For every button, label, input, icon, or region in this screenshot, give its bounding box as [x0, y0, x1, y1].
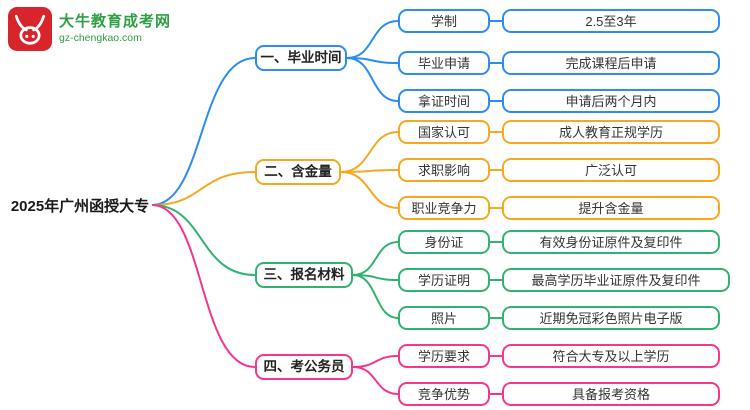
leaf-value: 成人教育正规学历	[502, 120, 720, 144]
leaf-label: 照片	[398, 306, 490, 330]
leaf-value: 提升含金量	[502, 196, 720, 220]
bull-logo-icon	[8, 7, 52, 51]
leaf-label: 学历证明	[398, 268, 490, 292]
leaf-value: 完成课程后申请	[502, 51, 720, 75]
leaf-value: 广泛认可	[502, 158, 720, 182]
leaf-value: 申请后两个月内	[502, 89, 720, 113]
root-node: 2025年广州函授大专	[10, 197, 150, 215]
leaf-value: 具备报考资格	[502, 382, 720, 406]
leaf-label: 学制	[398, 9, 490, 33]
leaf-value: 符合大专及以上学历	[502, 344, 720, 368]
leaf-label: 国家认可	[398, 120, 490, 144]
leaf-label: 拿证时间	[398, 89, 490, 113]
leaf-label: 毕业申请	[398, 51, 490, 75]
leaf-label: 学历要求	[398, 344, 490, 368]
branch-node-value: 二、含金量	[255, 159, 341, 185]
leaf-label: 职业竞争力	[398, 196, 490, 220]
branch-node-materials: 三、报名材料	[255, 262, 353, 288]
leaf-value: 近期免冠彩色照片电子版	[502, 306, 720, 330]
leaf-label: 竞争优势	[398, 382, 490, 406]
branch-node-civil-service: 四、考公务员	[255, 354, 353, 380]
leaf-label: 求职影响	[398, 158, 490, 182]
leaf-value: 有效身份证原件及复印件	[502, 230, 720, 254]
site-url: gz-chengkao.com	[59, 31, 142, 44]
leaf-label: 身份证	[398, 230, 490, 254]
site-name: 大牛教育成考网	[59, 13, 172, 31]
branch-node-graduation-time: 一、毕业时间	[255, 45, 347, 71]
leaf-value: 2.5至3年	[502, 9, 720, 33]
site-logo: 大牛教育成考网 gz-chengkao.com	[8, 7, 171, 51]
leaf-value: 最高学历毕业证原件及复印件	[502, 268, 730, 292]
